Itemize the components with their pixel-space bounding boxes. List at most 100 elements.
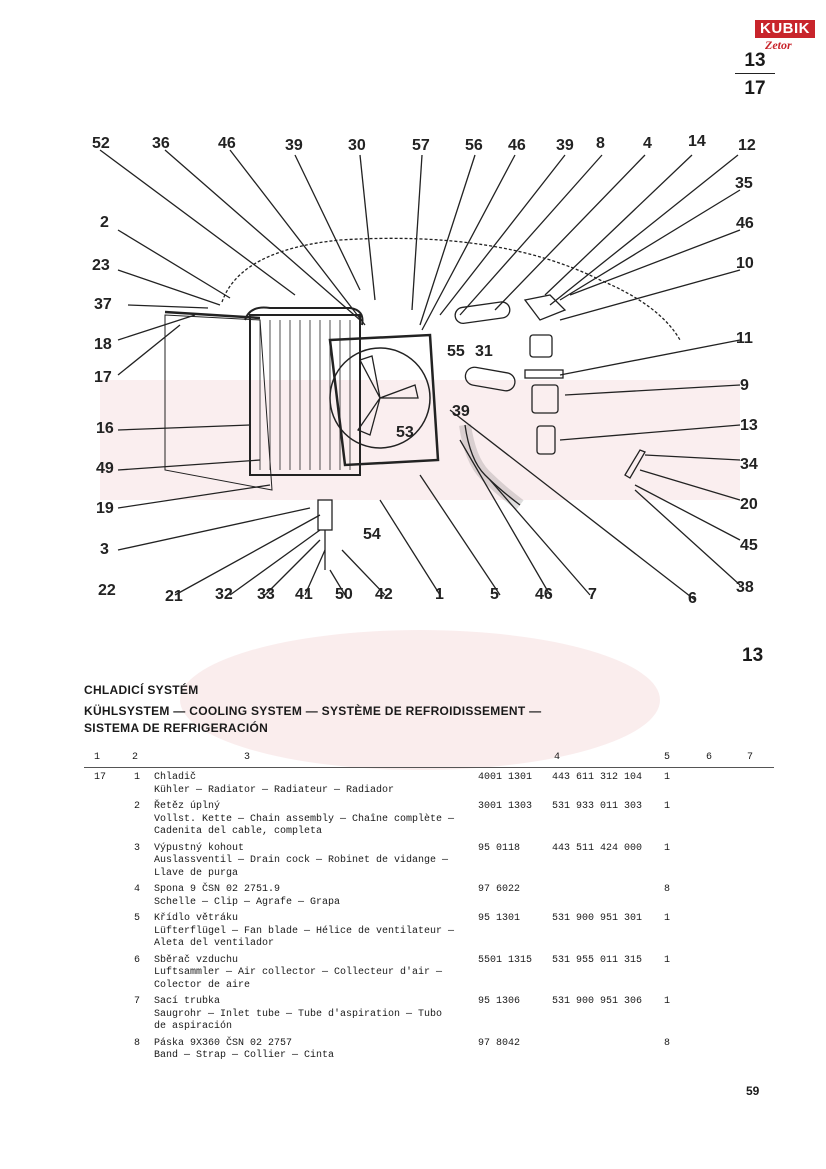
callout-36: 36 — [152, 135, 170, 152]
callout-11: 11 — [736, 330, 753, 347]
row-description-line: Llave de purga — [154, 867, 239, 879]
col-6-header: 6 — [706, 752, 713, 763]
row-description-line: Schelle — Clip — Agrafe — Grapa — [154, 896, 341, 908]
callout-46d: 46 — [535, 586, 553, 603]
callout-56: 56 — [465, 137, 483, 154]
callout-46b: 46 — [508, 137, 526, 154]
callout-54: 54 — [363, 526, 381, 543]
callout-13: 13 — [740, 417, 758, 434]
callout-42: 42 — [375, 586, 393, 603]
parts-table-header: 1 2 3 4 5 6 7 — [84, 752, 774, 766]
col-2-header: 2 — [132, 752, 139, 763]
row-quantity: 8 — [664, 1037, 671, 1049]
row-description-line: Páska 9X360 ČSN 02 2757 — [154, 1037, 293, 1049]
callout-23: 23 — [92, 257, 110, 274]
callout-2: 2 — [100, 214, 109, 231]
row-description-line: Kühler — Radiator — Radiateur — Radiador — [154, 784, 395, 796]
row-position-number: 1 — [134, 772, 141, 783]
row-quantity: 1 — [664, 996, 671, 1007]
row-description-line: Výpustný kohout — [154, 842, 245, 854]
callout-20: 20 — [740, 496, 758, 513]
row-position-number: 8 — [134, 1037, 141, 1049]
callout-1: 1 — [435, 586, 444, 603]
col-4-header: 4 — [554, 752, 561, 763]
callout-50: 50 — [335, 586, 353, 603]
row-description-line: Saugrohr — Inlet tube — Tube d'aspiratio… — [154, 1008, 443, 1020]
row-description-line: Sací trubka — [154, 996, 221, 1007]
callout-39c: 39 — [452, 403, 470, 420]
row-group-number: 17 — [94, 772, 107, 783]
row-quantity: 1 — [664, 801, 671, 812]
row-alt-part-number: 531 900 951 301 — [552, 913, 643, 924]
row-alt-part-number: 443 611 312 104 — [552, 772, 643, 783]
row-description-line: Cadenita del cable, completa — [154, 826, 323, 837]
row-description-line: Colector de aire — [154, 979, 251, 991]
col-3-header: 3 — [244, 752, 251, 763]
callout-37: 37 — [94, 296, 112, 313]
row-quantity: 1 — [664, 842, 671, 854]
callout-46c: 46 — [736, 215, 754, 232]
row-alt-part-number: 443 511 424 000 — [552, 842, 643, 854]
row-alt-part-number: 531 955 011 315 — [552, 954, 643, 966]
row-description-line: Auslassventil — Drain cock — Robinet de … — [154, 855, 449, 866]
row-position-number: 7 — [134, 996, 141, 1007]
row-position-number: 2 — [134, 801, 141, 812]
row-position-number: 3 — [134, 842, 141, 854]
callout-3: 3 — [100, 541, 109, 558]
row-part-number: 5501 1315 — [478, 954, 533, 966]
callout-33: 33 — [257, 586, 275, 603]
callout-31: 31 — [475, 343, 493, 360]
row-part-number: 97 8042 — [478, 1037, 521, 1049]
row-part-number: 95 1306 — [478, 996, 521, 1007]
row-position-number: 4 — [134, 884, 141, 895]
cooling-system-diagram: 52 36 46 39 30 57 56 46 39 8 4 14 12 35 … — [80, 130, 780, 610]
row-description-line: Sběrač vzduchu — [154, 954, 239, 966]
row-part-number: 97 6022 — [478, 884, 521, 895]
callout-6: 6 — [688, 590, 697, 607]
callout-12: 12 — [738, 137, 756, 154]
callout-46: 46 — [218, 135, 236, 152]
brand-logo: KUBIK — [755, 20, 815, 38]
col-1-header: 1 — [94, 752, 101, 763]
row-description-line: Křídlo větráku — [154, 913, 239, 924]
group-number-top: 13 — [744, 50, 766, 71]
callout-39b: 39 — [556, 137, 574, 154]
callout-21: 21 — [165, 588, 183, 605]
row-description-line: Řetěz úplný — [154, 801, 221, 812]
callout-41: 41 — [295, 586, 313, 603]
callout-17: 17 — [94, 369, 112, 386]
group-number-bottom: 17 — [744, 78, 766, 99]
callout-30: 30 — [348, 137, 366, 154]
kubik-watermark — [100, 380, 740, 500]
callout-32: 32 — [215, 586, 233, 603]
row-part-number: 95 0118 — [478, 842, 521, 854]
zetor-watermark — [180, 630, 660, 770]
row-position-number: 5 — [134, 913, 141, 924]
row-description-line: Lüfterflügel — Fan blade — Hélice de ven… — [154, 925, 455, 937]
row-quantity: 8 — [664, 884, 671, 895]
callout-53: 53 — [396, 424, 414, 441]
section-title-cz: CHLADICÍ SYSTÉM — [84, 683, 199, 697]
callout-14: 14 — [688, 133, 706, 150]
section-title-line-1: KÜHLSYSTEM — COOLING SYSTEM — SYSTÈME DE… — [84, 704, 542, 718]
row-description-line: Chladič — [154, 772, 197, 783]
callout-22: 22 — [98, 582, 116, 599]
row-quantity: 1 — [664, 772, 671, 783]
callout-16: 16 — [96, 420, 114, 437]
row-part-number: 4001 1301 — [478, 772, 533, 783]
section-title-line-2: SISTEMA DE REFRIGERACIÓN — [84, 721, 269, 735]
row-description-line: Spona 9 ČSN 02 2751.9 — [154, 884, 281, 895]
brand-logo-sub: Zetor — [765, 38, 792, 52]
callout-45: 45 — [740, 537, 758, 554]
col-5-header: 5 — [664, 752, 671, 763]
table-header-rule — [84, 767, 774, 768]
